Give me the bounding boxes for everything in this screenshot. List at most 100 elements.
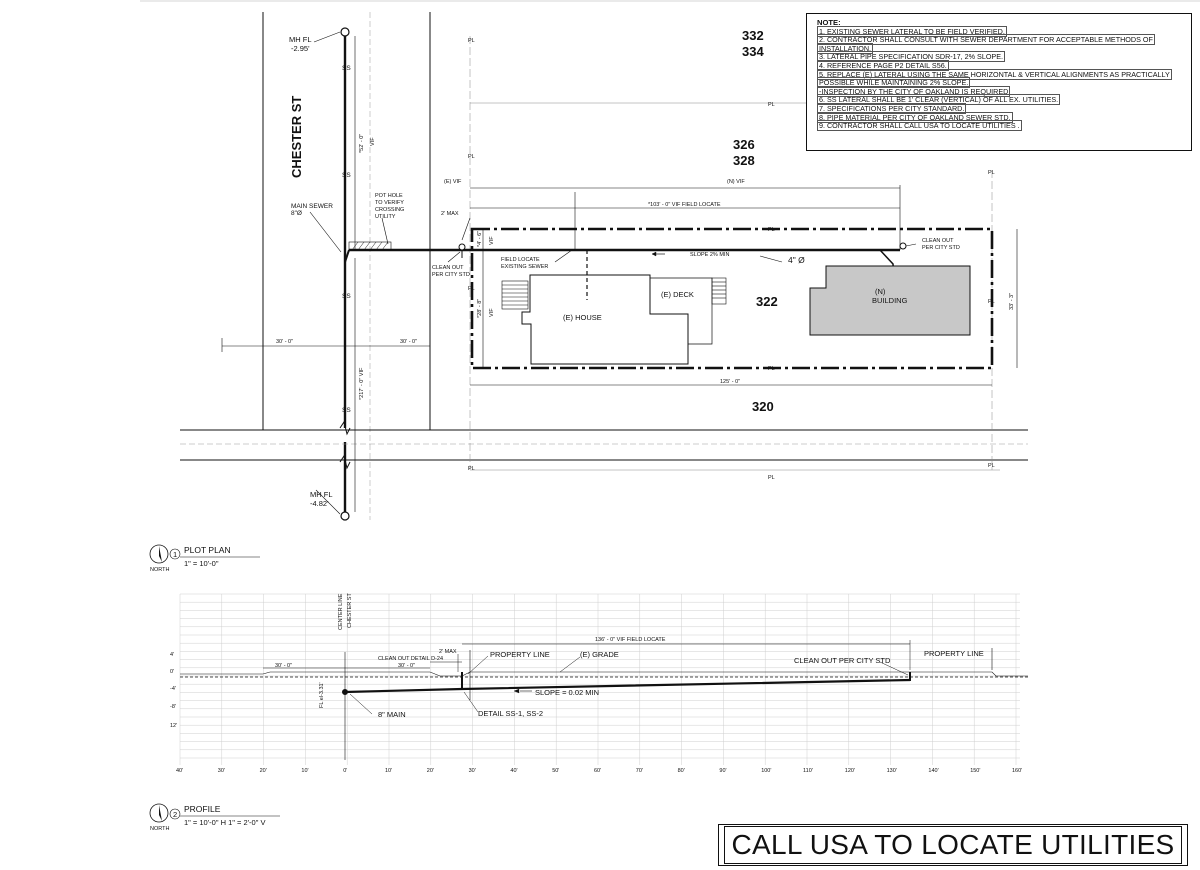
pl-tag-7: PL (768, 366, 775, 372)
vif-label-top: VIF (370, 137, 376, 146)
plot-plan-title: PLOT PLAN (184, 545, 231, 555)
lot-328: 328 (733, 153, 755, 168)
lot-326: 326 (733, 137, 755, 152)
x-tick-label: 130' (887, 768, 897, 774)
pl-tag-5: PL (768, 102, 775, 108)
vif-label-small: VIF (489, 236, 495, 245)
note-text: 9. CONTRACTOR SHALL CALL USA TO LOCATE U… (817, 120, 1022, 132)
fl-elevation: FL el-3.31' (319, 682, 325, 708)
lot-322: 322 (756, 294, 778, 309)
note-item: 1. EXISTING SEWER LATERAL TO BE FIELD VE… (817, 25, 1181, 37)
ss-tag-3: SS (342, 293, 351, 300)
note-text: 5. REPLACE (E) LATERAL USING THE SAME HO… (817, 68, 1172, 80)
new-building-line-1: (N) (875, 287, 886, 296)
note-text: 8. PIPE MATERIAL PER CITY OF OAKLAND SEW… (817, 111, 1013, 123)
y-tick-label: -4' (170, 686, 176, 692)
plot-plan-number: 1 (173, 550, 177, 559)
y-tick-label: 12' (170, 723, 177, 729)
north-label-1: NORTH (150, 567, 169, 573)
x-tick-label: 20' (427, 768, 434, 774)
y-tick-label: 0' (170, 669, 174, 675)
mh-top-value: -2.95' (291, 44, 310, 53)
pl-tag-10: PL (988, 299, 995, 305)
new-building-line-2: BUILDING (872, 296, 908, 305)
note-text: 6. SS LATERAL SHALL BE 1' CLEAR (VERTICA… (817, 94, 1061, 106)
lot-320: 320 (752, 399, 774, 414)
note-item: 4. REFERENCE PAGE P2 DETAIL S56. (817, 59, 1181, 71)
slope-label: SLOPE 2% MIN (690, 252, 729, 258)
x-tick-label: 90' (719, 768, 726, 774)
dim-52: *52' - 0" (359, 134, 365, 153)
pl-tag-6: PL (768, 227, 775, 233)
note-item: POSSIBLE WHILE MAINTAINING 2% SLOPE. (817, 77, 1181, 89)
x-tick-label: 50' (552, 768, 559, 774)
notes-list: 1. EXISTING SEWER LATERAL TO BE FIELD VE… (817, 25, 1181, 132)
main-sewer-label: MAIN SEWER (291, 203, 333, 210)
note-item: INSTALLATION. (817, 42, 1181, 54)
ss-tag-4: SS (342, 407, 351, 414)
property-line-right: PROPERTY LINE (924, 649, 984, 658)
pl-tag-3: PL (468, 286, 475, 292)
note-text: 4. REFERENCE PAGE P2 DETAIL S56. (817, 59, 949, 71)
pl-tag-8: PL (768, 475, 775, 481)
x-tick-label: 100' (761, 768, 771, 774)
dim-217: *217' - 0" VIF (359, 367, 365, 400)
profile-dim-30b: 30' - 0" (398, 663, 415, 669)
clean-out-left-line-2: PER CITY STD (432, 272, 470, 278)
profile-dim-30a: 30' - 0" (275, 663, 292, 669)
clean-out-per-city-std: CLEAN OUT PER CITY STD (794, 656, 891, 665)
profile-slope: SLOPE = 0.02 MIN (535, 688, 599, 697)
x-tick-label: 30' (469, 768, 476, 774)
clean-out-right-line-2: PER CITY STD (922, 245, 960, 251)
pl-tag-11: PL (988, 463, 995, 469)
note-item: 8. PIPE MATERIAL PER CITY OF OAKLAND SEW… (817, 111, 1181, 123)
x-tick-label: 10' (385, 768, 392, 774)
dim-125: 125' - 0" (720, 379, 740, 385)
x-tick-label: 30' (218, 768, 225, 774)
dim-28: *28' - 8" (477, 299, 483, 318)
main-sewer-size: 8"Ø (291, 210, 302, 217)
property-line-left: PROPERTY LINE (490, 650, 550, 659)
pl-tag-4: PL (468, 466, 475, 472)
profile-title-block: NORTH 2 PROFILE 1" = 10'-0" H 1" = 2'-0"… (149, 803, 280, 832)
dim-30-left: 30' - 0" (276, 339, 293, 345)
chester-st-label: CHESTER ST (347, 593, 353, 628)
north-label-2: NORTH (150, 826, 169, 832)
main-label: 8" MAIN (378, 710, 406, 719)
pot-hole-line-1: POT HOLE (375, 193, 403, 199)
profile-number: 2 (173, 810, 177, 819)
profile-grid (179, 593, 1020, 765)
y-tick-label: -8' (170, 704, 176, 710)
x-tick-label: 150' (970, 768, 980, 774)
note-text: INSTALLATION. (817, 42, 874, 54)
note-text: 1. EXISTING SEWER LATERAL TO BE FIELD VE… (817, 25, 1007, 37)
x-tick-label: 70' (636, 768, 643, 774)
note-text: POSSIBLE WHILE MAINTAINING 2% SLOPE. (817, 77, 971, 89)
y-tick-label: 4' (170, 652, 174, 658)
note-item: 3. LATERAL PIPE SPECIFICATION SDR-17, 2%… (817, 51, 1181, 63)
x-tick-label: 160' (1012, 768, 1022, 774)
x-tick-label: 10' (301, 768, 308, 774)
pot-hole-line-3: CROSSING (375, 207, 404, 213)
existing-deck-label: (E) DECK (661, 290, 694, 299)
mh-bottom-label: MH FL (310, 490, 333, 499)
note-item: -INSPECTION BY THE CITY OF OAKLAND IS RE… (817, 85, 1181, 97)
new-vif-label: (N) VIF (727, 179, 745, 185)
x-tick-label: 40' (176, 768, 183, 774)
note-item: 2. CONTRACTOR SHALL CONSULT WITH SEWER D… (817, 34, 1181, 46)
lot-334: 334 (742, 44, 764, 59)
clean-out-detail: CLEAN OUT DETAIL D-24 (378, 656, 443, 662)
plot-plan-scale: 1" = 10'-0" (184, 559, 219, 568)
field-locate-line-2: EXISTING SEWER (501, 264, 548, 270)
profile-field-locate: 136' - 0" VIF FIELD LOCATE (595, 637, 666, 643)
lot-332: 332 (742, 28, 764, 43)
note-text: 7. SPECIFICATIONS PER CITY STANDARD. (817, 102, 967, 114)
dim-4: *4' - 6" (477, 231, 483, 247)
existing-house-label: (E) HOUSE (563, 313, 602, 322)
notes-title: NOTE: (817, 18, 841, 27)
center-line-label: CENTER LINE (338, 593, 344, 630)
mh-bottom-value: -4.82' (310, 499, 329, 508)
detail-label: DETAIL SS-1, SS-2 (478, 709, 543, 718)
ss-tag-1: SS (342, 65, 351, 72)
pot-hole-line-2: TO VERIFY (375, 200, 404, 206)
